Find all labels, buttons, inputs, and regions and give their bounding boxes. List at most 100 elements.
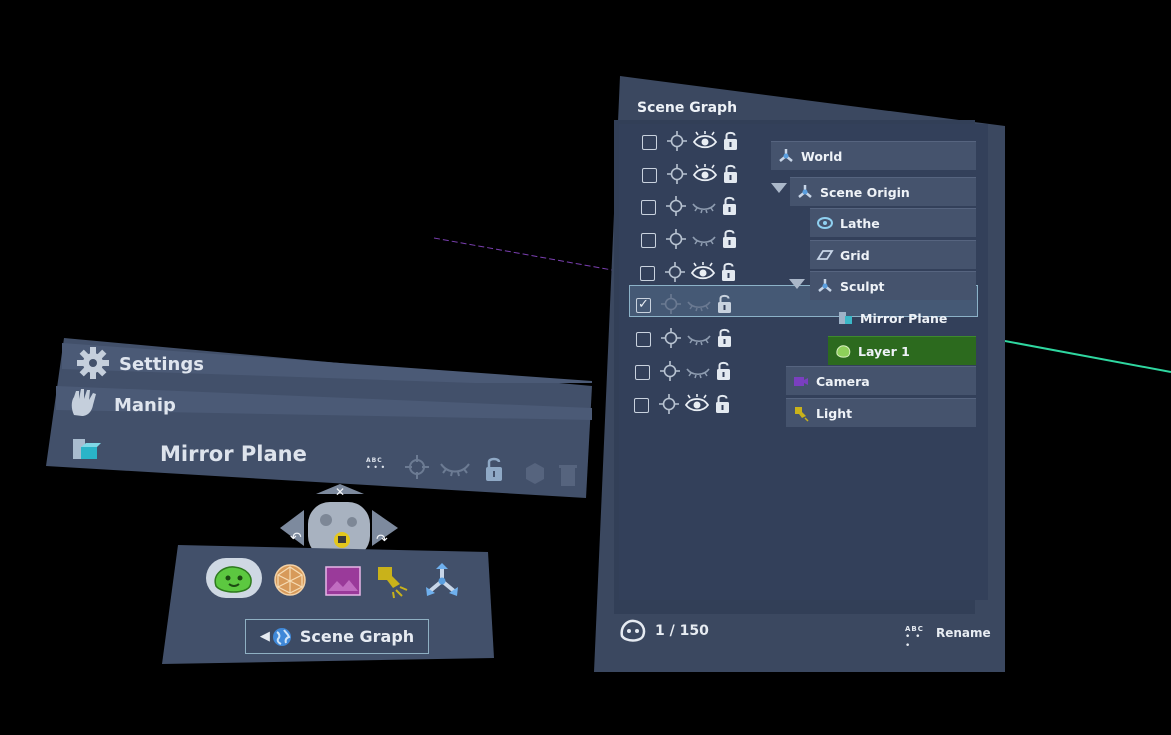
settings-button[interactable]: Settings xyxy=(60,345,592,383)
target-icon[interactable] xyxy=(665,195,687,217)
eye-closed-icon[interactable] xyxy=(686,327,712,349)
scene-graph-title: Scene Graph xyxy=(637,100,738,116)
select-checkbox[interactable] xyxy=(634,398,649,413)
node-label: Grid xyxy=(840,247,870,263)
target-icon[interactable] xyxy=(665,228,687,250)
eye-icon[interactable] xyxy=(690,261,716,283)
settings-label: Settings xyxy=(119,354,204,375)
eye-icon[interactable] xyxy=(684,393,710,415)
svg-text:↷: ↷ xyxy=(376,532,388,548)
expand-triangle-icon[interactable] xyxy=(789,279,805,289)
lock-open-icon[interactable] xyxy=(722,163,740,185)
lock-open-icon[interactable] xyxy=(715,360,733,382)
controller-radial-menu[interactable]: ✕ ↶ ↷ xyxy=(272,484,404,558)
eye-closed-icon[interactable] xyxy=(685,360,711,382)
row-toggles xyxy=(642,161,752,191)
layer-node-icon xyxy=(836,345,851,358)
lock-open-icon[interactable] xyxy=(722,130,740,152)
scene-graph-button[interactable]: ◀ Scene Graph xyxy=(245,619,429,654)
row-toggles: ✓ xyxy=(636,291,746,321)
node-scene-origin[interactable]: Scene Origin xyxy=(790,177,976,206)
camera-node-icon xyxy=(794,377,808,386)
target-icon[interactable] xyxy=(666,130,688,152)
row-toggles xyxy=(642,128,752,158)
select-checkbox[interactable] xyxy=(641,233,656,248)
row-toggles xyxy=(636,325,746,355)
svg-text:↶: ↶ xyxy=(290,530,302,546)
node-mirror-plane[interactable]: Mirror Plane xyxy=(830,304,974,332)
lock-open-icon[interactable] xyxy=(721,228,739,250)
row-toggles xyxy=(635,358,745,388)
scene-origin-node-icon xyxy=(798,185,812,198)
select-checkbox[interactable] xyxy=(642,135,657,150)
eye-closed-icon[interactable] xyxy=(686,293,712,315)
row-toggles xyxy=(634,391,744,421)
abc-dots: • • • xyxy=(366,463,386,472)
target-icon[interactable] xyxy=(664,261,686,283)
target-icon[interactable] xyxy=(660,327,682,349)
mirror-plane-node-icon xyxy=(839,312,852,324)
trash-icon[interactable] xyxy=(558,462,578,488)
rename-abc-icon[interactable]: ABC • • • xyxy=(366,457,388,473)
expand-triangle-icon[interactable] xyxy=(771,183,787,193)
mirror-plane-icon xyxy=(73,439,101,459)
eye-icon[interactable] xyxy=(692,130,718,152)
select-checkbox[interactable] xyxy=(640,266,655,281)
select-checkbox[interactable]: ✓ xyxy=(636,298,651,313)
grid-node-icon xyxy=(816,250,834,260)
chevron-left-icon: ◀ xyxy=(259,629,270,644)
duplicate-icon[interactable] xyxy=(523,460,547,488)
lock-open-icon[interactable] xyxy=(716,327,734,349)
selected-object-name: Mirror Plane xyxy=(160,442,307,466)
svg-text:✕: ✕ xyxy=(335,485,345,499)
group-tool-icon[interactable] xyxy=(423,563,461,599)
target-icon[interactable] xyxy=(666,163,688,185)
world-node-icon xyxy=(779,149,793,162)
lock-open-icon[interactable] xyxy=(716,293,734,315)
lathe-node-icon xyxy=(817,217,833,229)
select-checkbox[interactable] xyxy=(641,200,656,215)
row-toggles xyxy=(640,259,750,289)
target-icon[interactable] xyxy=(658,393,680,415)
lock-open-icon[interactable] xyxy=(721,195,739,217)
rename-dots: • • • xyxy=(905,632,922,651)
lock-open-icon[interactable] xyxy=(483,455,505,485)
clay-tool-tile[interactable] xyxy=(206,558,262,598)
manip-label: Manip xyxy=(114,395,176,416)
node-label: Scene Origin xyxy=(820,184,910,200)
eye-icon[interactable] xyxy=(692,163,718,185)
clay-blob-icon xyxy=(214,566,252,593)
gear-icon xyxy=(77,347,109,379)
node-world[interactable]: World xyxy=(771,141,976,170)
rename-button[interactable]: Rename xyxy=(936,626,991,640)
eye-closed-icon[interactable] xyxy=(691,195,717,217)
select-checkbox[interactable] xyxy=(636,332,651,347)
node-layer-1[interactable]: Layer 1 xyxy=(828,336,976,365)
node-camera[interactable]: Camera xyxy=(786,366,976,395)
scene-graph-button-label: Scene Graph xyxy=(299,627,415,646)
abc-text: ABC xyxy=(366,457,383,464)
manip-button[interactable]: Manip xyxy=(54,385,592,423)
node-label: Light xyxy=(816,405,853,421)
node-lathe[interactable]: Lathe xyxy=(810,208,976,237)
image-tool-icon[interactable] xyxy=(325,566,361,596)
rename-icon-text: ABC xyxy=(905,625,924,633)
light-tool-icon[interactable] xyxy=(374,563,410,599)
lock-open-icon[interactable] xyxy=(720,261,738,283)
node-label: Mirror Plane xyxy=(860,310,948,326)
target-icon[interactable] xyxy=(403,453,431,481)
lock-open-icon[interactable] xyxy=(714,393,732,415)
node-light[interactable]: Light xyxy=(786,398,976,427)
select-checkbox[interactable] xyxy=(642,168,657,183)
sculpt-node-icon xyxy=(818,279,832,292)
node-sculpt[interactable]: Sculpt xyxy=(810,271,976,300)
rename-icon[interactable]: ABC • • • xyxy=(905,625,929,651)
node-label: World xyxy=(801,148,843,164)
target-icon[interactable] xyxy=(660,293,682,315)
node-grid[interactable]: Grid xyxy=(810,240,976,269)
target-icon[interactable] xyxy=(659,360,681,382)
eye-closed-icon[interactable] xyxy=(438,456,472,480)
eye-closed-icon[interactable] xyxy=(691,228,717,250)
mesh-tool-icon[interactable] xyxy=(272,563,308,597)
select-checkbox[interactable] xyxy=(635,365,650,380)
